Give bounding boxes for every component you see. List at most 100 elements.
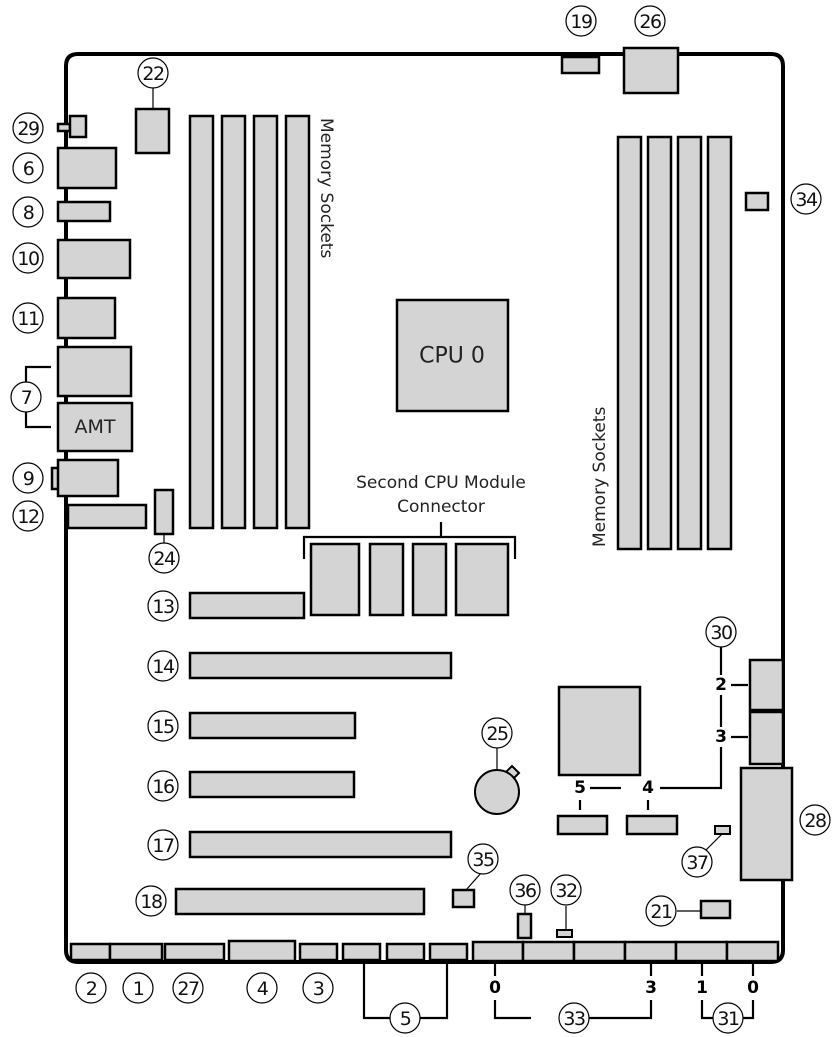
callout-8: 8 [12, 196, 44, 228]
sata-port [623, 940, 678, 963]
callout-16: 16 [147, 770, 179, 802]
leader-lines [24, 88, 755, 1020]
callout-number: 10 [17, 248, 39, 270]
memory-socket [220, 114, 247, 530]
component-32 [556, 929, 573, 938]
sata-port-3 [748, 710, 785, 766]
callout-number: 12 [17, 506, 39, 528]
io-11 [56, 296, 117, 340]
callout-circle [12, 112, 44, 144]
component-21 [699, 899, 732, 920]
callout-circle [75, 972, 107, 1004]
callout-25: 25 [481, 717, 513, 749]
second-cpu-connector-block [454, 542, 510, 617]
callout-14: 14 [147, 650, 179, 682]
callout-4: 4 [246, 972, 278, 1004]
callout-number: 36 [514, 880, 536, 902]
component-37 [714, 825, 731, 835]
callout-circle [137, 57, 169, 89]
callout-circle [712, 1002, 744, 1034]
callout-circle [389, 1002, 421, 1034]
io-6 [56, 146, 118, 190]
callout-circle [799, 804, 831, 836]
memory-socket [188, 114, 215, 530]
slot-16 [188, 770, 356, 799]
callout-22: 22 [137, 57, 169, 89]
component-22 [134, 107, 171, 155]
port-num-33-3: 3 [645, 978, 657, 998]
slot-13 [188, 591, 306, 620]
callout-1: 1 [122, 972, 154, 1004]
callout-number: 2 [86, 978, 97, 1000]
callout-number: 16 [152, 776, 174, 798]
slot-14 [188, 651, 453, 680]
memory-socket [284, 114, 311, 530]
port-num-30-4: 4 [642, 778, 654, 798]
callout-number: 17 [152, 835, 174, 857]
callout-37: 37 [681, 846, 713, 878]
callout-24: 24 [148, 542, 180, 574]
sata-port [521, 940, 576, 963]
component-36 [516, 912, 533, 940]
callout-9: 9 [12, 462, 44, 494]
slot-17 [188, 830, 453, 859]
callout-circle [12, 196, 44, 228]
callout-3: 3 [302, 972, 334, 1004]
slot-15 [188, 711, 357, 740]
callout-circle [147, 829, 179, 861]
callout-number: 22 [142, 63, 164, 85]
callout-circle [12, 242, 44, 274]
memory-sockets-left-label: Memory Sockets [316, 118, 336, 258]
callout-5: 5 [389, 1002, 421, 1034]
component-26 [622, 46, 680, 95]
callout-circle [509, 874, 541, 906]
callout-number: 32 [555, 880, 577, 902]
callout-number: 34 [795, 189, 818, 211]
callout-19: 19 [565, 5, 597, 37]
io-7-amt [56, 401, 134, 453]
callout-number: 14 [152, 656, 175, 678]
callout-number: 25 [486, 723, 508, 745]
connector-5a [341, 942, 382, 962]
connector-27 [163, 942, 226, 962]
sata-port-2 [748, 658, 785, 712]
callout-12: 12 [12, 500, 44, 532]
connector-5c [428, 942, 469, 962]
callout-number: 19 [570, 11, 592, 33]
port-num-30-5: 5 [574, 778, 586, 798]
io-12 [66, 503, 148, 530]
callout-number: 18 [140, 891, 162, 913]
callout-circle [147, 590, 179, 622]
port-num-31-1: 1 [696, 978, 708, 998]
connector-5b [385, 942, 426, 962]
connector-4 [227, 939, 297, 963]
callout-circle [12, 152, 44, 184]
memory-sockets-right [616, 135, 733, 551]
sata-port [674, 940, 729, 963]
callout-circle [467, 843, 499, 875]
io-29 [68, 114, 88, 139]
sata-port [572, 940, 627, 963]
callout-circle [10, 381, 42, 413]
callout-11: 11 [12, 302, 44, 334]
callout-number: 1 [133, 978, 144, 1000]
component-19 [560, 55, 601, 75]
memory-socket [616, 135, 643, 551]
port-num-33-0: 0 [489, 978, 501, 998]
callout-circle [135, 885, 167, 917]
sata-row-bottom [471, 940, 780, 963]
callout-32: 32 [550, 874, 582, 906]
memory-sockets-right-label: Memory Sockets [590, 407, 610, 547]
sata-port [725, 940, 780, 963]
callout-circle [550, 874, 582, 906]
sata-port-5 [556, 814, 609, 836]
callout-number: 13 [152, 596, 174, 618]
second-cpu-connector-block [368, 542, 405, 617]
callout-number: 9 [23, 468, 34, 490]
callout-36: 36 [509, 874, 541, 906]
memory-socket [706, 135, 733, 551]
battery-25 [474, 764, 521, 815]
callout-28: 28 [799, 804, 831, 836]
callout-33: 33 [558, 1002, 590, 1034]
